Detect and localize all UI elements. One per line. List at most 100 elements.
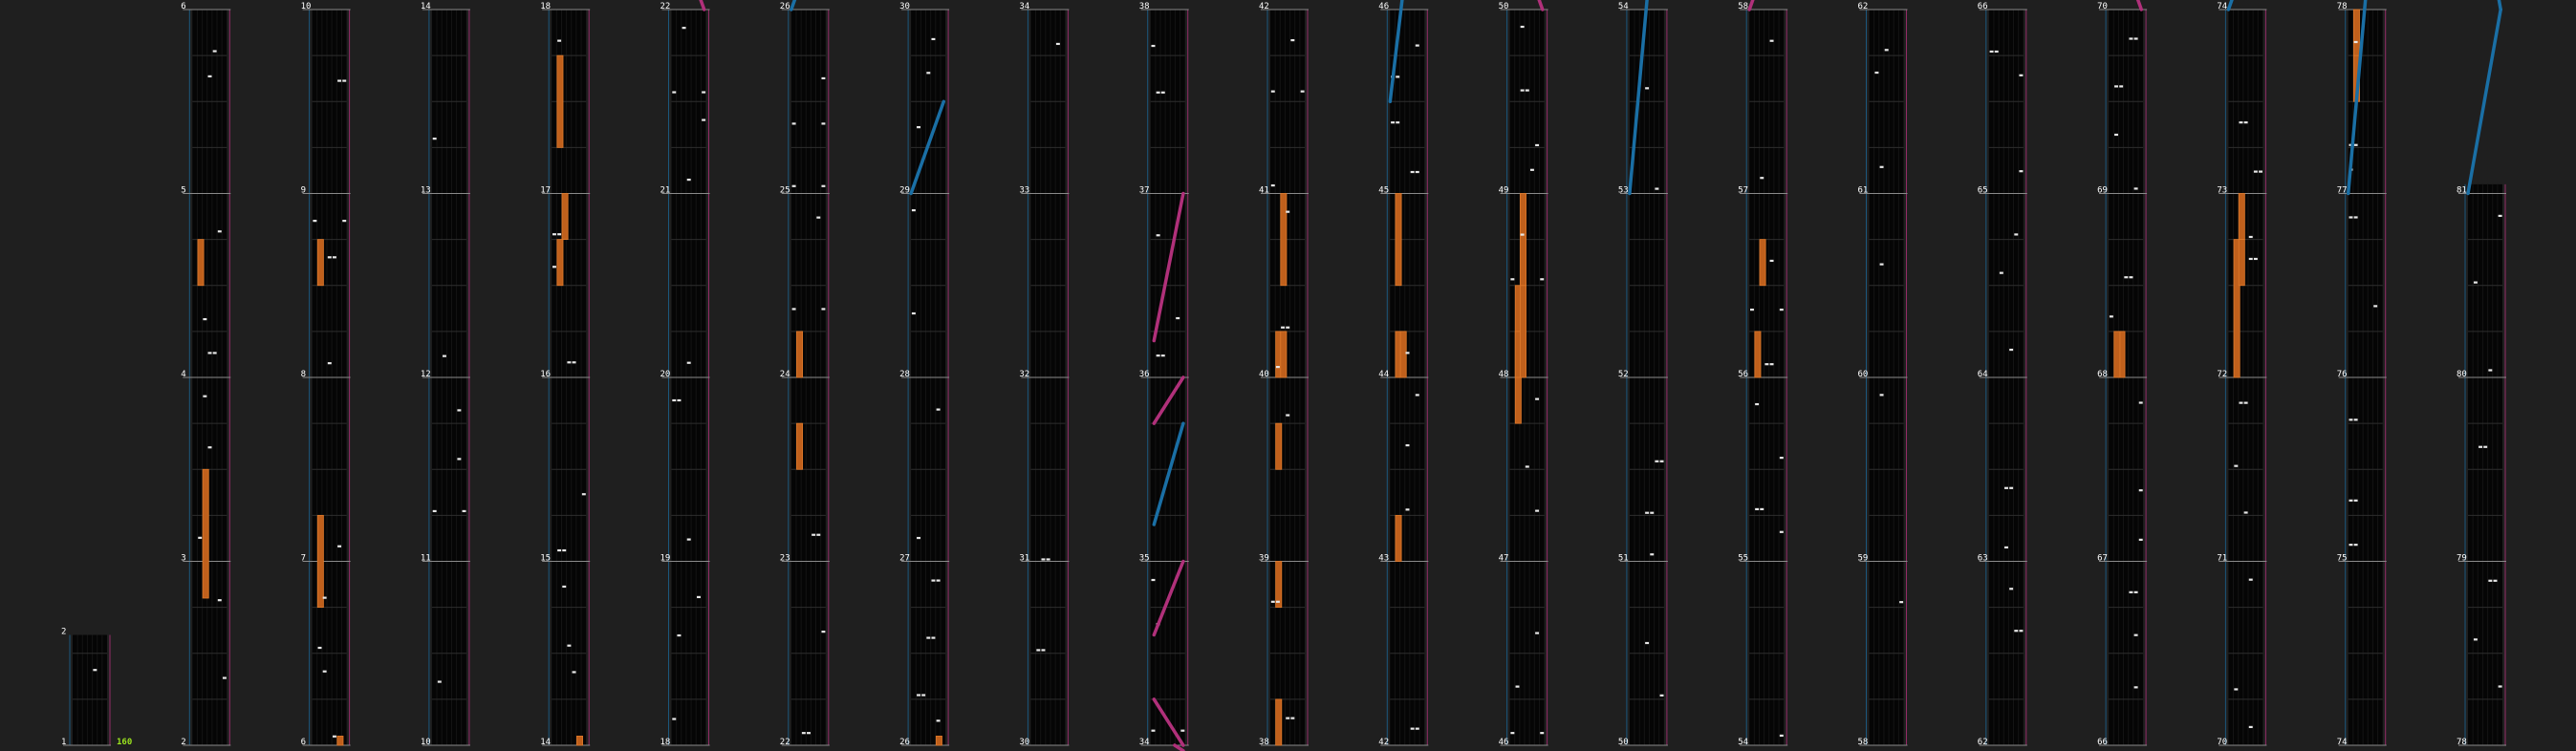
note: [1160, 91, 1165, 94]
note: [1290, 38, 1295, 42]
measure-number: 2: [61, 628, 66, 637]
note: [1410, 170, 1415, 174]
note: [1750, 308, 1754, 311]
note: [2353, 40, 2358, 44]
measure-number: 78: [2337, 2, 2348, 11]
note: [1275, 600, 1280, 603]
measure-number: 23: [780, 554, 790, 564]
long-note: [556, 54, 564, 148]
note: [926, 72, 931, 75]
long-note: [2238, 239, 2245, 287]
long-note: [1754, 331, 1762, 378]
note: [2353, 499, 2358, 502]
note: [2239, 121, 2243, 124]
note: [2473, 281, 2478, 284]
note: [313, 220, 317, 223]
measure-number: 74: [2217, 2, 2227, 11]
note: [791, 308, 796, 311]
note: [1415, 170, 1419, 174]
measure-number: 17: [540, 186, 551, 196]
measure-number: 16: [540, 370, 551, 379]
measure-number: 56: [1738, 370, 1748, 379]
note: [812, 533, 816, 536]
note: [457, 409, 462, 412]
measure-number: 21: [660, 186, 671, 196]
note: [1151, 44, 1156, 48]
measure-number: 60: [1858, 370, 1869, 379]
measure-number: 18: [540, 2, 551, 11]
note: [1036, 649, 1041, 652]
note: [2234, 688, 2239, 691]
note: [2114, 133, 2118, 137]
note: [2133, 686, 2138, 689]
note: [2349, 418, 2353, 421]
measure-number: 45: [1378, 186, 1389, 196]
scratch-line: [1152, 421, 1185, 526]
note: [1779, 530, 1784, 533]
note: [686, 361, 691, 364]
note: [1760, 507, 1764, 511]
note: [1645, 641, 1650, 645]
note: [801, 732, 806, 735]
note: [203, 395, 207, 397]
measure-number: 43: [1378, 554, 1389, 564]
note: [437, 680, 442, 683]
note: [1779, 734, 1784, 737]
note: [672, 718, 677, 720]
note: [921, 694, 926, 697]
measure-number: 2: [181, 738, 185, 747]
note: [552, 233, 556, 236]
note: [1270, 600, 1275, 603]
long-note: [2233, 239, 2240, 378]
measure-number: 54: [1618, 2, 1629, 11]
note: [821, 184, 826, 187]
note: [337, 545, 342, 547]
lane-area: [2468, 183, 2502, 745]
note: [821, 308, 826, 311]
note: [1410, 727, 1415, 730]
measure-number: 59: [1858, 554, 1869, 564]
note: [1156, 354, 1160, 357]
measure-number: 32: [1019, 370, 1029, 379]
scratch-line: [2497, 0, 2502, 11]
measure-number: 28: [899, 370, 910, 379]
note: [702, 118, 706, 121]
measure-number: 50: [1499, 2, 1509, 11]
note: [457, 458, 462, 461]
note: [1650, 511, 1655, 514]
note: [1415, 394, 1419, 397]
note: [931, 636, 936, 639]
measure-number: 5: [181, 186, 185, 196]
scratch-line: [2135, 0, 2144, 11]
note: [1535, 632, 1540, 634]
measure-number: 3: [181, 554, 185, 564]
note: [1994, 50, 1999, 54]
measure-number: 73: [2217, 186, 2227, 196]
note: [1270, 183, 1275, 187]
measure-number: 58: [1858, 738, 1869, 747]
note: [207, 446, 212, 449]
note: [2353, 418, 2358, 421]
note: [1655, 460, 1659, 462]
measure-number: 19: [660, 554, 671, 564]
note: [2493, 579, 2498, 582]
measure-number: 75: [2337, 554, 2348, 564]
note: [1884, 49, 1889, 52]
note: [1525, 89, 1529, 92]
note: [1405, 352, 1410, 354]
note: [1046, 558, 1050, 561]
measure-number: 6: [301, 738, 306, 747]
long-note: [935, 735, 942, 746]
note: [1405, 443, 1410, 447]
note: [1270, 90, 1275, 93]
note: [2479, 445, 2483, 448]
note: [1160, 354, 1165, 357]
note: [327, 362, 332, 365]
note: [1156, 234, 1160, 237]
note: [567, 361, 572, 364]
note: [212, 50, 217, 53]
note: [562, 548, 567, 552]
note: [2353, 143, 2358, 146]
scratch-line: [2346, 0, 2368, 196]
measure-number: 46: [1499, 738, 1509, 747]
